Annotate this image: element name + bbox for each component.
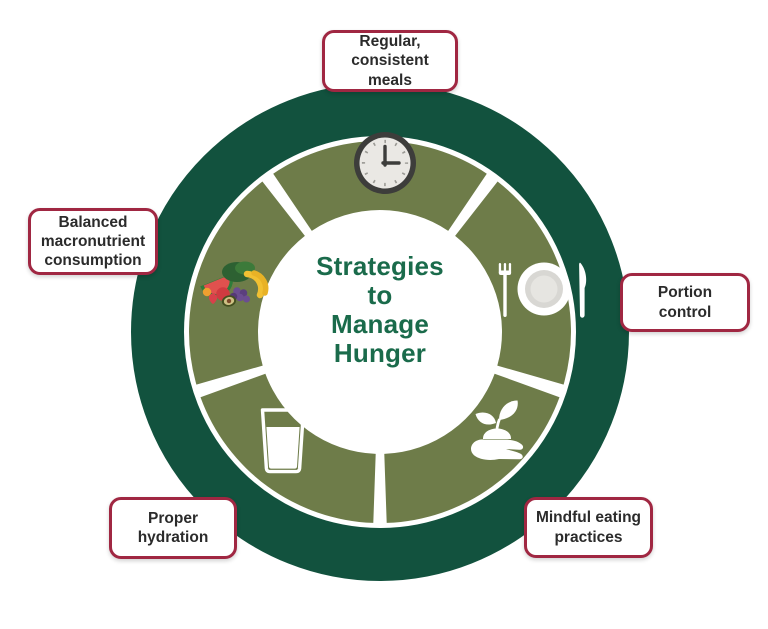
label-regular-consistent-meals: Regular, consistent meals [322, 30, 458, 92]
label-portion-control: Portion control [620, 273, 750, 332]
segment-portion-control [455, 181, 571, 385]
hand-plant-icon [471, 400, 524, 460]
segment-balanced-macronutrient [189, 181, 305, 385]
label-balanced-macronutrient-consumption: Balanced macronutrient consumption [28, 208, 158, 275]
label-proper-hydration: Proper hydration [109, 497, 237, 559]
diagram-title: Strategies to Manage Hunger [316, 251, 444, 368]
fruits-vegetables-icon [200, 261, 269, 307]
label-mindful-eating-practices: Mindful eating practices [524, 497, 653, 558]
water-glass-icon [260, 408, 306, 474]
knife-icon [579, 262, 587, 318]
plate-cutlery-icon [498, 262, 587, 318]
bananas [243, 270, 269, 299]
strawberry [208, 293, 218, 304]
fork-icon [498, 263, 512, 317]
orange [202, 287, 212, 297]
plate-center [530, 275, 558, 303]
avocado-half [221, 295, 237, 307]
outer-ring [131, 83, 629, 581]
clock-icon [354, 132, 416, 194]
